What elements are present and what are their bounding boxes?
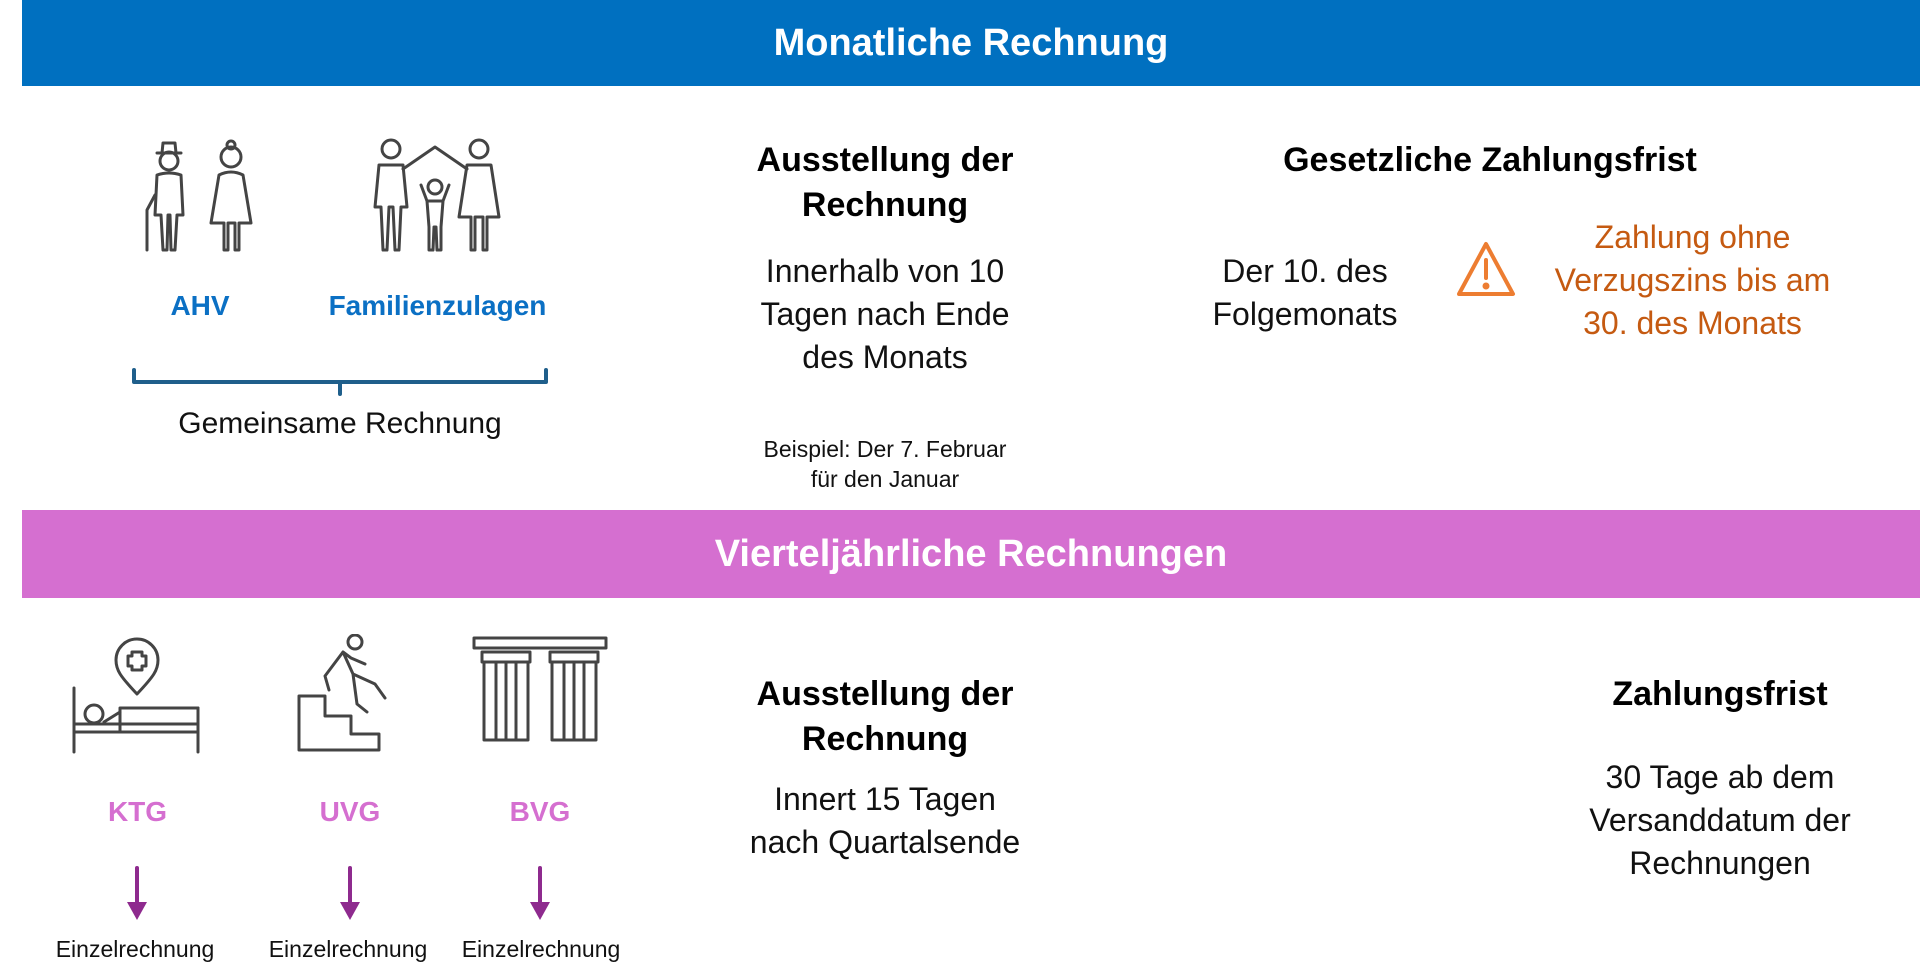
ahv-label: AHV (170, 290, 230, 321)
uvg-label: UVG (319, 796, 381, 827)
monthly-deadline-heading: Gesetzliche Zahlungsfrist (1283, 141, 1697, 179)
familienzulagen-label: Familienzulagen (328, 290, 547, 321)
monthly-warning-text: Zahlung ohne Verzugszins bis am 30. des … (1554, 219, 1831, 341)
monthly-banner: Monatliche Rechnung (22, 0, 1920, 86)
family-icon (365, 135, 505, 255)
monthly-issuance-heading: Ausstellung der Rechnung (756, 141, 1014, 224)
falling-person-icon (295, 634, 405, 754)
shared-invoice-label: Gemeinsame Rechnung (178, 407, 502, 440)
monthly-issuance-body: Innerhalb von 10 Tagen nach Ende des Mon… (760, 253, 1010, 375)
down-arrow-icon (124, 866, 150, 922)
warning-icon (1455, 240, 1517, 298)
down-arrow-icon (337, 866, 363, 922)
ktg-label: KTG (107, 796, 168, 827)
quarterly-issuance-body: Innert 15 Tagen nach Quartalsende (749, 781, 1021, 860)
monthly-issuance-example: Beispiel: Der 7. Februar für den Januar (763, 436, 1007, 492)
quarterly-deadline-heading: Zahlungsfrist (1612, 675, 1828, 713)
down-arrow-icon (527, 866, 553, 922)
quarterly-banner-title: Vierteljährliche Rechnungen (714, 532, 1228, 575)
quarterly-issuance-heading: Ausstellung der Rechnung (756, 675, 1014, 758)
elderly-couple-icon (135, 135, 265, 255)
pillars-icon (470, 636, 610, 746)
bvg-label: BVG (509, 796, 571, 827)
ktg-single-invoice: Einzelrechnung (55, 936, 215, 962)
quarterly-deadline-body: 30 Tage ab dem Versanddatum der Rechnung… (1589, 759, 1851, 881)
hospital-bed-icon (70, 636, 205, 756)
monthly-deadline-body: Der 10. des Folgemonats (1212, 253, 1398, 332)
brace-icon (130, 368, 550, 396)
bvg-single-invoice: Einzelrechnung (461, 936, 621, 962)
monthly-banner-title: Monatliche Rechnung (773, 21, 1169, 64)
quarterly-banner: Vierteljährliche Rechnungen (22, 510, 1920, 598)
uvg-single-invoice: Einzelrechnung (268, 936, 428, 962)
